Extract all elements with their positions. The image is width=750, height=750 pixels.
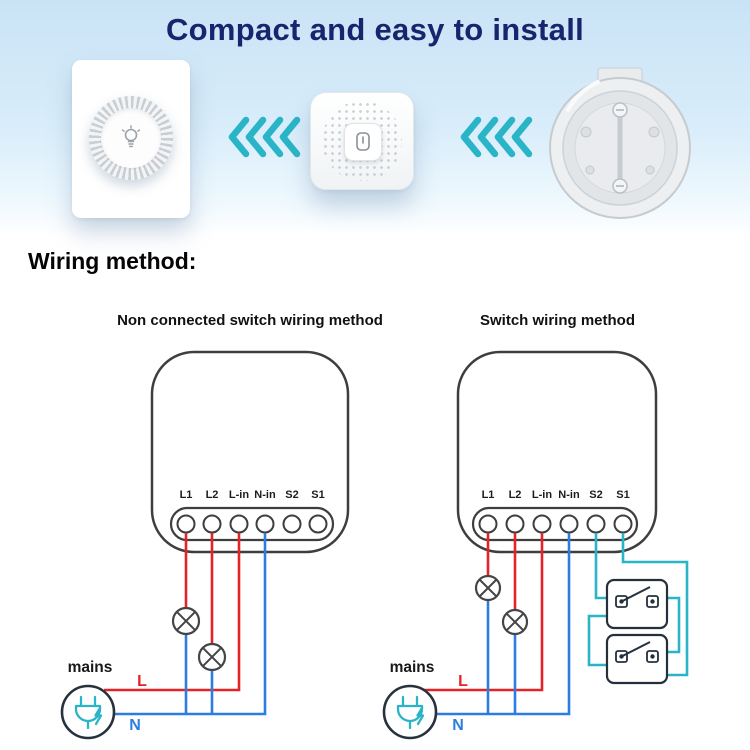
mains-group: mains L N xyxy=(60,659,147,740)
smart-switch-image xyxy=(310,92,414,190)
live-wires xyxy=(424,533,544,692)
diagram-switch: L1 L2 L-in N-in S2 S1 xyxy=(382,350,689,740)
terminal-circle xyxy=(255,514,275,534)
terminal-label: S1 xyxy=(311,489,324,501)
wiring-method-heading: Wiring method: xyxy=(28,248,197,274)
neutral-label: N xyxy=(129,717,141,734)
junction-box-image xyxy=(549,67,691,219)
terminal-label: S2 xyxy=(589,489,602,501)
diagram-title-switch: Switch wiring method xyxy=(479,312,635,329)
chevrons-left-icon xyxy=(460,116,533,158)
terminal-label: L-in xyxy=(532,489,552,501)
terminal-strip xyxy=(471,506,639,542)
dimmer-knob-face xyxy=(101,108,161,168)
terminal-circle xyxy=(308,514,328,534)
page-title: Compact and easy to install xyxy=(165,12,585,47)
switch-module-outline xyxy=(150,350,350,554)
terminal-label: S2 xyxy=(285,489,298,501)
terminal-label: N-in xyxy=(254,489,276,501)
terminal-label: L1 xyxy=(482,489,495,501)
terminal-circle xyxy=(532,514,552,534)
neutral-label: N xyxy=(452,717,464,734)
lamp-icon xyxy=(197,642,227,672)
mains-circle xyxy=(382,684,438,740)
terminal-circle xyxy=(559,514,579,534)
terminal-label: L-in xyxy=(229,489,249,501)
wall-switch-symbol xyxy=(605,633,669,685)
terminal-labels: L1 L2 L-in N-in S2 S1 xyxy=(482,489,630,501)
mains-group: mains L N xyxy=(382,659,468,740)
terminal-circle xyxy=(176,514,196,534)
switch-signal-wires xyxy=(587,533,689,677)
module-button-icon xyxy=(356,132,370,151)
mains-circle xyxy=(60,684,116,740)
terminal-label: L2 xyxy=(206,489,219,501)
mains-label: mains xyxy=(390,659,435,676)
live-wires xyxy=(104,533,241,692)
terminal-label: S1 xyxy=(616,489,629,501)
module-button xyxy=(344,123,382,161)
mains-label: mains xyxy=(68,659,113,676)
terminal-label: L1 xyxy=(180,489,193,501)
neutral-wires xyxy=(436,533,571,716)
terminal-label: L2 xyxy=(509,489,522,501)
diagram-title-non-connected: Non connected switch wiring method xyxy=(117,312,383,329)
chevrons-left-icon xyxy=(228,116,301,158)
terminal-circle xyxy=(282,514,302,534)
live-label: L xyxy=(458,673,468,690)
dimmer-switch-image xyxy=(72,60,190,218)
terminal-circle xyxy=(613,514,633,534)
terminal-labels: L1 L2 L-in N-in S2 S1 xyxy=(180,489,325,501)
terminal-label: N-in xyxy=(558,489,580,501)
lamp-icon xyxy=(474,574,502,602)
terminal-circle xyxy=(505,514,525,534)
dimmer-knob xyxy=(89,96,173,180)
switch-module-outline xyxy=(456,350,658,554)
terminal-circle xyxy=(229,514,249,534)
lamp-icon xyxy=(171,606,201,636)
live-label: L xyxy=(137,673,147,690)
power-plug-icon xyxy=(74,695,103,730)
diagram-non-connected: L1 L2 L-in N-in S2 S1 mains xyxy=(60,350,350,740)
lamp-icon xyxy=(501,608,529,636)
neutral-wires xyxy=(115,533,267,716)
terminal-circle xyxy=(202,514,222,534)
power-plug-icon xyxy=(396,695,425,730)
bulb-icon xyxy=(121,125,141,148)
terminal-circle xyxy=(586,514,606,534)
terminal-circle xyxy=(478,514,498,534)
wall-switch-symbol xyxy=(605,578,669,630)
